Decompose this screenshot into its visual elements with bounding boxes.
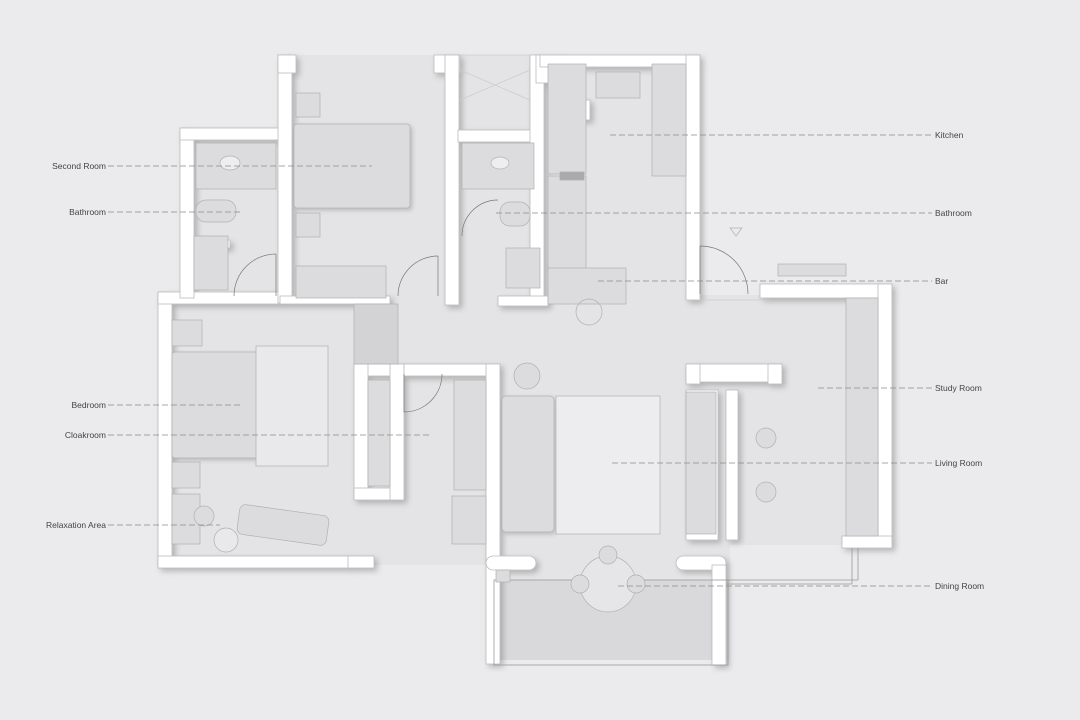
label-kitchen: Kitchen <box>935 130 964 140</box>
label-living-room: Living Room <box>935 458 983 468</box>
label-bar: Bar <box>935 276 949 286</box>
walls <box>157 54 893 666</box>
label-relaxation-area: Relaxation Area <box>45 520 106 530</box>
door-swings <box>233 199 749 413</box>
label-study-room: Study Room <box>935 383 982 393</box>
label-bedroom: Bedroom <box>71 400 107 410</box>
label-cloakroom: Cloakroom <box>64 430 106 440</box>
label-dining-room: Dining Room <box>935 581 985 591</box>
leader-lines <box>108 134 932 587</box>
chaise-lounge <box>236 504 330 546</box>
label-second-room: Second Room <box>52 161 106 171</box>
rug <box>555 395 661 535</box>
label-bathroom-right: Bathroom <box>935 208 972 218</box>
sofa <box>501 395 555 533</box>
label-bathroom-left: Bathroom <box>69 207 106 217</box>
furniture <box>171 63 879 613</box>
